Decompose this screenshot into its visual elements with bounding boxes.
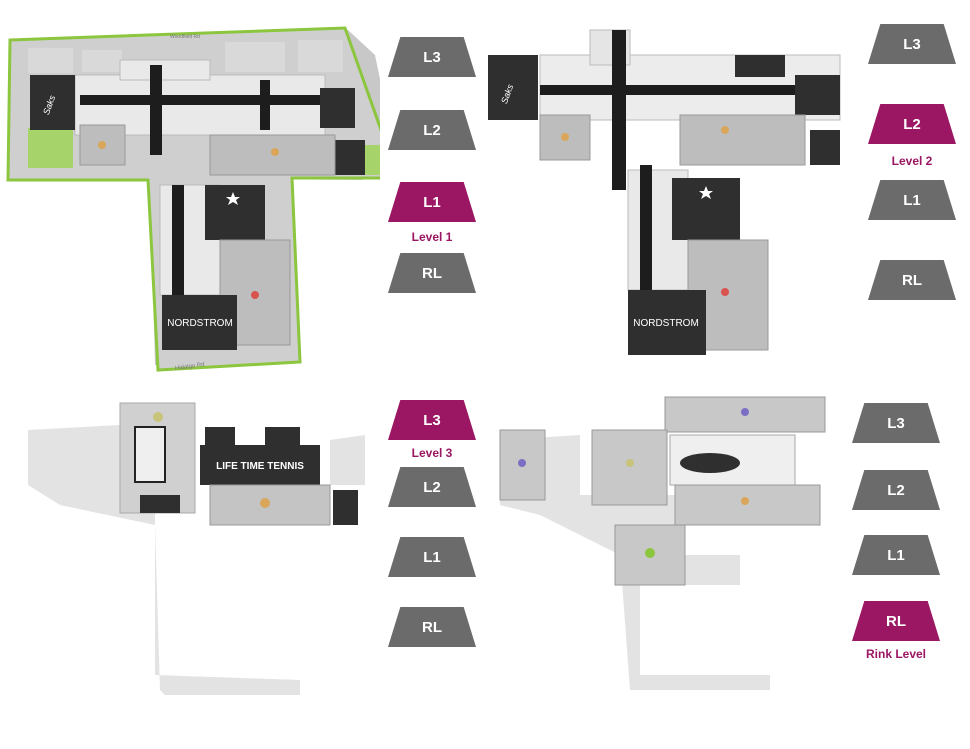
neiman-store — [795, 75, 840, 115]
svg-text:NORDSTROM: NORDSTROM — [633, 318, 699, 329]
level-2-floor-map[interactable]: Saks NORDSTROM — [480, 0, 860, 375]
concourse — [80, 95, 320, 105]
saks-store — [488, 55, 538, 120]
nordstrom-store — [628, 290, 706, 355]
level-button-l2[interactable]: L2 — [868, 104, 956, 144]
parking-icon — [98, 141, 106, 149]
parking-icon — [741, 408, 749, 416]
level-caption: Level 1 — [411, 230, 453, 244]
level-button-l2[interactable]: L2 — [852, 470, 940, 510]
parking-icon — [561, 133, 569, 141]
level-3-floor-map[interactable]: LIFE TIME TENNIS — [0, 375, 380, 749]
level-button-l3[interactable]: L3 — [388, 37, 476, 77]
parking-icon — [251, 291, 259, 299]
star-icon — [699, 186, 713, 199]
street-label-top: Woodfield Rd — [170, 34, 200, 40]
level-button-rl[interactable]: RL — [388, 607, 476, 647]
svg-text:Hidalgo Rd: Hidalgo Rd — [175, 362, 205, 372]
level-selector-1: L3 L2 L1 Level 1 RL — [388, 37, 478, 337]
parking-icon — [645, 548, 655, 558]
level-selector-3: L3 Level 3 L2 L1 RL — [388, 400, 478, 700]
level-button-l1[interactable]: L1 — [852, 535, 940, 575]
level-selector-4: L3 L2 L1 RL Rink Level — [852, 403, 942, 703]
parking-structure — [679, 114, 806, 166]
parking-icon — [721, 126, 729, 134]
level-button-l3[interactable]: L3 — [388, 400, 476, 440]
rink-level-floor-map[interactable] — [480, 375, 860, 749]
parking-structure — [674, 484, 821, 526]
parking-icon — [260, 498, 270, 508]
level-button-rl[interactable]: RL — [852, 601, 940, 641]
level-caption: Level 2 — [891, 154, 933, 168]
parking-icon — [271, 148, 279, 156]
level-button-l1[interactable]: L1 — [388, 537, 476, 577]
map-panel-level-1: Saks NORDSTROM Woodfield Rd Hidalgo Rd L… — [0, 0, 485, 375]
parking-icon — [153, 412, 163, 422]
anchor-store-star — [205, 185, 265, 240]
parking-structure — [209, 484, 331, 526]
grass-area — [28, 128, 73, 168]
parking-lot — [28, 48, 73, 73]
parking-icon — [741, 497, 749, 505]
level-button-l3[interactable]: L3 — [868, 24, 956, 64]
neiman-store — [320, 88, 355, 128]
level-caption: Rink Level — [865, 647, 927, 661]
tennis-label: LIFE TIME TENNIS — [216, 461, 304, 472]
level-1-floor-map[interactable]: Saks NORDSTROM Woodfield Rd Hidalgo Rd — [0, 0, 380, 375]
level-button-l2[interactable]: L2 — [388, 467, 476, 507]
level-button-l1[interactable]: L1 — [388, 182, 476, 222]
star-icon — [226, 192, 240, 205]
level-selector-2: L3 L2 Level 2 L1 RL — [868, 24, 958, 324]
nordstrom-store — [162, 295, 237, 350]
level-caption: Level 3 — [411, 446, 453, 460]
parking-structure — [591, 429, 668, 506]
level-button-rl[interactable]: RL — [868, 260, 956, 300]
tennis-store — [200, 445, 320, 485]
map-panel-level-3: LIFE TIME TENNIS L3 Level 3 L2 L1 RL — [0, 375, 485, 749]
level-button-rl[interactable]: RL — [388, 253, 476, 293]
level-button-l2[interactable]: L2 — [388, 110, 476, 150]
level-button-l1[interactable]: L1 — [868, 180, 956, 220]
map-panel-level-2: Saks NORDSTROM L3 L2 Level 2 L1 RL — [480, 0, 970, 375]
parking-icon — [518, 459, 526, 467]
ice-rink — [680, 453, 740, 473]
ghost-area — [28, 425, 300, 695]
map-panel-rink-level: L3 L2 L1 RL Rink Level — [480, 375, 970, 749]
nordstrom-label: NORDSTROM — [167, 318, 233, 329]
concourse — [540, 85, 840, 95]
parking-icon — [626, 459, 634, 467]
saks-store — [30, 75, 75, 130]
level-button-l3[interactable]: L3 — [852, 403, 940, 443]
parking-icon — [721, 288, 729, 296]
